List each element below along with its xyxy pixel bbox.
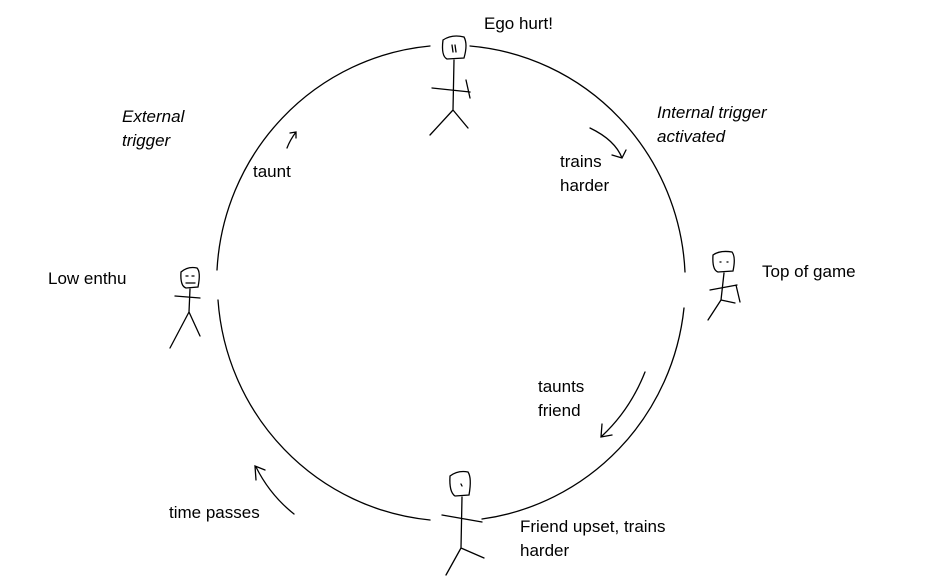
label-friend-upset-line2: harder — [520, 541, 570, 560]
stick-figure-top-of-game — [707, 250, 741, 321]
label-trains-harder-line1: trains — [560, 152, 602, 171]
label-top-of-game: Top of game — [762, 262, 856, 281]
arrow-trains-harder — [589, 127, 627, 159]
label-external-trigger-line1: External — [122, 107, 185, 126]
label-ego-hurt: Ego hurt! — [484, 14, 553, 33]
label-internal-trigger-line2: activated — [657, 127, 726, 146]
label-low-enthu: Low enthu — [48, 269, 127, 288]
arrow-taunts-friend — [600, 371, 646, 438]
label-taunt: taunt — [253, 162, 291, 181]
stick-figure-low-enthu — [169, 266, 201, 349]
label-taunts-friend-line1: taunts — [538, 377, 585, 396]
stick-figure-friend-upset — [441, 470, 485, 576]
cycle-arc-bottom-left — [217, 299, 431, 521]
label-time-passes: time passes — [169, 503, 260, 522]
arrow-taunt — [286, 131, 297, 149]
cycle-arc-top-right — [469, 45, 686, 273]
label-trains-harder-line2: harder — [560, 176, 610, 195]
stick-figure-ego-hurt — [429, 35, 471, 136]
label-taunts-friend-line2: friend — [538, 401, 581, 420]
cycle-arc-top-left — [216, 45, 431, 271]
label-external-trigger-line2: trigger — [122, 131, 171, 150]
label-friend-upset-line1: Friend upset, trains — [520, 517, 666, 536]
label-internal-trigger-line1: Internal trigger — [657, 103, 767, 122]
cycle-arc-bottom-right — [481, 307, 685, 520]
arrow-time-passes — [254, 465, 295, 515]
